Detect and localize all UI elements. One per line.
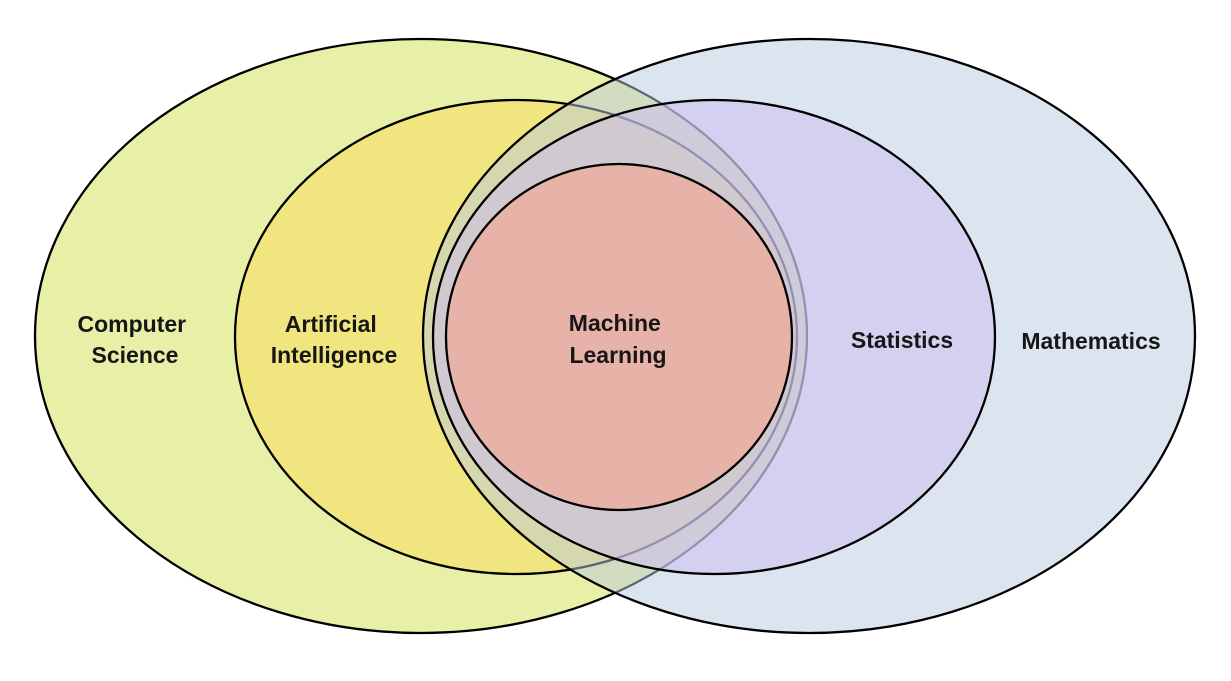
venn-label-mathematics: Mathematics [1021, 328, 1160, 354]
venn-label-computer-science-line2: Science [92, 342, 179, 368]
venn-label-computer-science-line1: Computer [77, 311, 186, 337]
venn-label-machine-learning: Machine Learning [569, 310, 667, 368]
venn-label-machine-learning-line2: Learning [569, 342, 666, 368]
venn-label-artificial-intelligence-line2: Intelligence [271, 342, 398, 368]
venn-circle-machine-learning [444, 162, 794, 512]
venn-label-artificial-intelligence-line1: Artificial [285, 311, 377, 337]
venn-label-computer-science: Computer Science [77, 311, 192, 368]
venn-label-statistics: Statistics [851, 327, 953, 353]
venn-label-machine-learning-line1: Machine [569, 310, 661, 336]
venn-label-artificial-intelligence: Artificial Intelligence [271, 311, 398, 368]
